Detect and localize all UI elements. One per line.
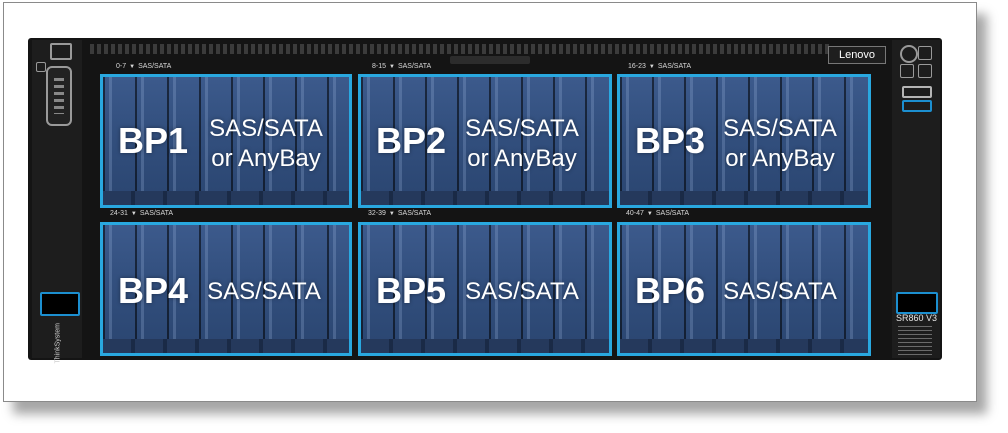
side-brand-label: ThinkSystem	[54, 323, 62, 364]
bp3-name: BP3	[635, 120, 706, 161]
bp1-name: BP1	[118, 120, 189, 161]
indicator-led-icon	[36, 62, 46, 72]
usb-port-icon	[902, 86, 932, 98]
bp2-name: BP2	[376, 120, 447, 161]
bay-header-3: 16-23▼SAS/SATA	[628, 63, 692, 70]
backplane-bp3	[617, 74, 871, 208]
backplane-bp5	[358, 222, 612, 356]
bp6-name: BP6	[635, 270, 706, 311]
top-vent	[90, 44, 830, 54]
id-button-icon	[918, 46, 932, 60]
backplane-bp6	[617, 222, 871, 356]
model-label: SR860 V3	[896, 313, 938, 323]
bp4-type: SAS/SATA	[207, 278, 321, 305]
bp6-type: SAS/SATA	[723, 278, 837, 305]
power-button-icon	[900, 45, 918, 63]
bay-header-4: 24-31▼SAS/SATA	[110, 210, 174, 217]
backplane-bp4	[100, 222, 352, 356]
bay-header-6: 40-47▼SAS/SATA	[626, 210, 690, 217]
bp4-name: BP4	[118, 270, 189, 311]
left-pull-tab	[40, 292, 80, 316]
bay-header-1: 0-7▼SAS/SATA	[116, 63, 172, 70]
bay-header-5: 32-39▼SAS/SATA	[368, 210, 432, 217]
backplane-bp1	[100, 74, 352, 208]
vga-port-icon	[46, 66, 72, 126]
usb3-port-icon	[902, 100, 932, 112]
service-label	[898, 326, 932, 356]
network-led-icon	[900, 64, 914, 78]
bay-header-2: 8-15▼SAS/SATA	[372, 63, 432, 70]
backplane-bp2	[358, 74, 612, 208]
bp5-name: BP5	[376, 270, 447, 311]
lenovo-logo: Lenovo	[828, 46, 886, 64]
top-handle	[450, 56, 530, 64]
error-led-icon	[918, 64, 932, 78]
bp5-type: SAS/SATA	[465, 278, 579, 305]
usb-port-icon	[50, 43, 72, 60]
right-pull-tab	[896, 292, 938, 314]
